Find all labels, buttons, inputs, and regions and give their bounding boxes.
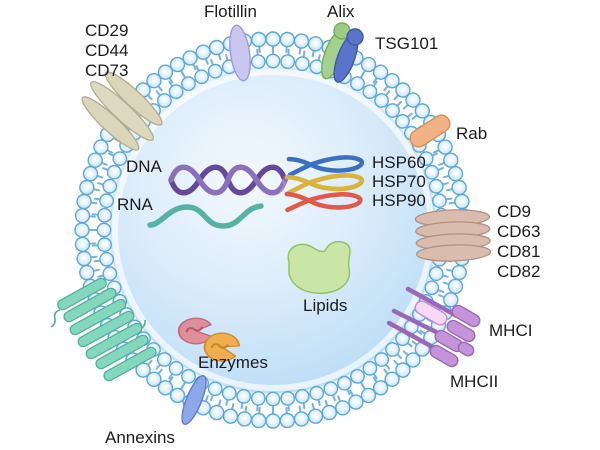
label-alix: Alix	[327, 2, 355, 21]
label-cd63: CD63	[497, 222, 540, 241]
flotillin-protein	[229, 24, 251, 82]
label-rab: Rab	[456, 124, 487, 143]
tsg101-protein	[333, 28, 364, 83]
label-cd44: CD44	[85, 41, 128, 60]
label-cd73: CD73	[85, 61, 128, 80]
label-annexins: Annexins	[105, 428, 175, 447]
mhci-complex	[391, 286, 481, 343]
label-rna: RNA	[117, 195, 154, 214]
integrin-complex	[81, 71, 163, 151]
dna-helix	[168, 164, 288, 196]
label-flotillin: Flotillin	[204, 2, 257, 21]
label-mhci: MHCI	[489, 321, 532, 340]
channel-protein	[50, 277, 157, 382]
label-cd82: CD82	[497, 262, 540, 281]
rna-strand	[147, 203, 264, 229]
label-hsp70: HSP70	[372, 172, 426, 191]
label-hsp90: HSP90	[372, 191, 426, 210]
hsp-squiggles	[280, 155, 365, 213]
label-lipids: Lipids	[303, 296, 347, 315]
mhcii-complex	[386, 320, 475, 368]
label-cd9: CD9	[497, 202, 531, 221]
vesicle-lumen	[109, 66, 437, 394]
enzymes-blobs	[177, 317, 241, 362]
annexin-protein	[181, 375, 207, 425]
label-hsp60: HSP60	[372, 153, 426, 172]
label-enzymes: Enzymes	[198, 353, 268, 372]
label-cd29: CD29	[85, 21, 128, 40]
tetraspanin-complex	[414, 209, 492, 262]
label-dna: DNA	[126, 157, 163, 176]
rab-protein	[409, 114, 451, 148]
lipids-blob	[287, 240, 351, 295]
label-tsg101: TSG101	[375, 34, 438, 53]
label-mhcii: MHCII	[450, 372, 498, 391]
labels: CD29 CD44 CD73 Flotillin Alix TSG101 Rab…	[85, 2, 540, 447]
label-cd81: CD81	[497, 242, 540, 261]
